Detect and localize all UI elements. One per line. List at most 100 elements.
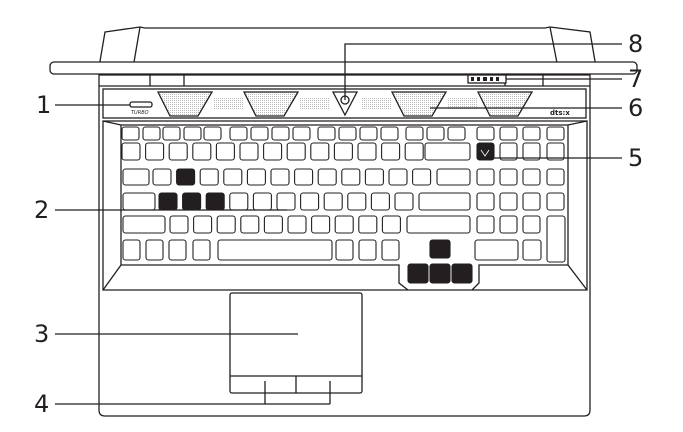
- key[interactable]: [359, 126, 378, 141]
- key[interactable]: [546, 168, 565, 186]
- key[interactable]: [358, 215, 378, 234]
- turbo-button[interactable]: [129, 101, 153, 108]
- key[interactable]: [341, 168, 361, 186]
- key[interactable]: [287, 215, 307, 234]
- key[interactable]: [286, 142, 306, 161]
- highlighted-key[interactable]: [407, 263, 429, 284]
- key[interactable]: [499, 142, 518, 161]
- key[interactable]: [476, 126, 495, 141]
- highlighted-key[interactable]: [205, 192, 225, 211]
- key[interactable]: [474, 239, 519, 261]
- key[interactable]: [499, 215, 518, 234]
- key[interactable]: [121, 126, 140, 141]
- key[interactable]: [311, 215, 331, 234]
- key[interactable]: [168, 142, 188, 161]
- key[interactable]: [192, 142, 212, 161]
- key[interactable]: [145, 142, 165, 161]
- key[interactable]: [476, 192, 495, 211]
- key[interactable]: [317, 168, 337, 186]
- key[interactable]: [203, 126, 222, 141]
- key[interactable]: [546, 126, 565, 141]
- key[interactable]: [546, 192, 565, 211]
- key[interactable]: [335, 239, 354, 261]
- key[interactable]: [199, 168, 219, 186]
- key[interactable]: [215, 142, 235, 161]
- key[interactable]: [142, 126, 161, 141]
- highlighted-key[interactable]: [176, 168, 196, 186]
- key[interactable]: [271, 126, 290, 141]
- key[interactable]: [229, 192, 249, 211]
- key[interactable]: [522, 126, 541, 141]
- key[interactable]: [447, 126, 466, 141]
- key[interactable]: [394, 192, 414, 211]
- key[interactable]: [250, 126, 269, 141]
- key[interactable]: [145, 239, 164, 261]
- key[interactable]: [381, 215, 401, 234]
- key[interactable]: [358, 239, 377, 261]
- key[interactable]: [263, 142, 283, 161]
- key[interactable]: [323, 192, 343, 211]
- key[interactable]: [426, 126, 445, 141]
- key[interactable]: [476, 168, 495, 186]
- key[interactable]: [217, 239, 333, 261]
- key[interactable]: [476, 215, 495, 234]
- key[interactable]: [380, 126, 399, 141]
- highlighted-key[interactable]: [158, 192, 178, 211]
- highlighted-key[interactable]: [476, 142, 495, 161]
- key[interactable]: [381, 142, 401, 161]
- key[interactable]: [499, 168, 518, 186]
- key[interactable]: [223, 168, 243, 186]
- key[interactable]: [522, 192, 541, 211]
- key[interactable]: [240, 215, 260, 234]
- key[interactable]: [263, 215, 283, 234]
- key[interactable]: [412, 168, 432, 186]
- key[interactable]: [404, 142, 424, 161]
- key[interactable]: [405, 126, 424, 141]
- key[interactable]: [294, 168, 314, 186]
- highlighted-key[interactable]: [182, 192, 202, 211]
- key[interactable]: [522, 239, 542, 261]
- key[interactable]: [499, 126, 518, 141]
- key[interactable]: [546, 215, 566, 263]
- key[interactable]: [334, 215, 354, 234]
- key[interactable]: [388, 168, 408, 186]
- key[interactable]: [122, 215, 166, 234]
- highlighted-key[interactable]: [429, 239, 451, 259]
- key[interactable]: [152, 168, 172, 186]
- key[interactable]: [122, 239, 141, 261]
- key[interactable]: [522, 215, 541, 234]
- key[interactable]: [381, 239, 400, 261]
- highlighted-key[interactable]: [451, 263, 473, 284]
- highlighted-key[interactable]: [429, 263, 451, 284]
- key[interactable]: [364, 168, 384, 186]
- key[interactable]: [229, 126, 248, 141]
- key[interactable]: [122, 192, 156, 211]
- key[interactable]: [239, 142, 259, 161]
- key[interactable]: [162, 126, 181, 141]
- key[interactable]: [216, 215, 236, 234]
- key[interactable]: [169, 215, 189, 234]
- key[interactable]: [276, 192, 296, 211]
- key[interactable]: [310, 142, 330, 161]
- key[interactable]: [522, 142, 541, 161]
- key[interactable]: [546, 142, 565, 161]
- key[interactable]: [317, 126, 336, 141]
- key[interactable]: [424, 142, 471, 161]
- key[interactable]: [418, 192, 471, 211]
- key[interactable]: [300, 192, 320, 211]
- key[interactable]: [357, 142, 377, 161]
- key[interactable]: [270, 168, 290, 186]
- enter-key[interactable]: [436, 168, 471, 186]
- key[interactable]: [347, 192, 367, 211]
- key[interactable]: [246, 168, 266, 186]
- key[interactable]: [121, 142, 141, 161]
- key[interactable]: [252, 192, 272, 211]
- key[interactable]: [333, 142, 353, 161]
- key[interactable]: [183, 126, 202, 141]
- key[interactable]: [168, 239, 187, 261]
- key[interactable]: [122, 168, 150, 186]
- key[interactable]: [192, 239, 211, 261]
- key[interactable]: [499, 192, 518, 211]
- key[interactable]: [406, 215, 471, 234]
- key[interactable]: [522, 168, 541, 186]
